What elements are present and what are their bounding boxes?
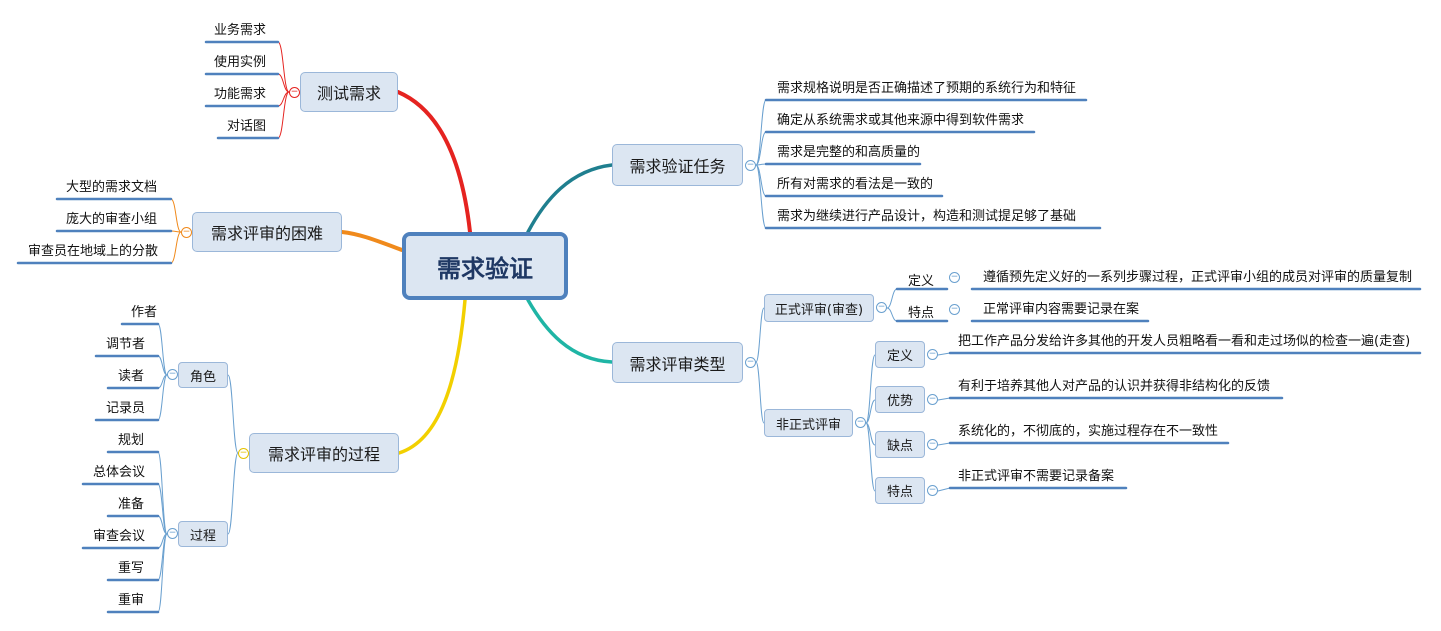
link-process-0 — [227, 374, 239, 454]
collapse-informal-disadvantage-icon[interactable]: − — [927, 439, 938, 450]
link-informal-0 — [865, 354, 876, 424]
topic-informal-review[interactable]: 非正式评审 — [764, 409, 853, 437]
leaf-step-3[interactable]: 审查会议 — [93, 529, 146, 544]
leaf-test-0[interactable]: 业务需求 — [214, 23, 267, 38]
collapse-tasks-icon[interactable]: − — [745, 160, 756, 171]
link-root-tasks — [526, 163, 614, 234]
link-difficulty-0 — [170, 198, 182, 233]
collapse-types-icon[interactable]: − — [745, 357, 756, 368]
leaf-difficulty-1[interactable]: 庞大的审查小组 — [66, 212, 158, 227]
link-process-1 — [227, 452, 239, 535]
leaf-role-3[interactable]: 记录员 — [106, 401, 146, 416]
topic-informal-advantage[interactable]: 优势 — [875, 386, 925, 413]
leaf-task-0[interactable]: 需求规格说明是否正确描述了预期的系统行为和特征 — [777, 81, 1077, 96]
link-formal-1 — [886, 307, 898, 322]
leaf-task-2[interactable]: 需求是完整的和高质量的 — [777, 145, 921, 160]
topic-formal-feature[interactable]: 特点 — [908, 306, 935, 321]
collapse-informal-icon[interactable]: − — [855, 417, 866, 428]
topic-steps[interactable]: 过程 — [178, 521, 228, 547]
link-root-test — [396, 90, 472, 234]
link-steps-0 — [157, 451, 168, 535]
collapse-informal-definition-icon[interactable]: − — [927, 349, 938, 360]
link-root-process — [397, 298, 467, 455]
leaf-informal-feature[interactable]: 非正式评审不需要记录备案 — [958, 469, 1115, 484]
leaf-step-2[interactable]: 准备 — [118, 497, 145, 512]
link-test-3 — [277, 91, 290, 139]
collapse-informal-feature-icon[interactable]: − — [927, 485, 938, 496]
leaf-difficulty-2[interactable]: 审查员在地域上的分散 — [28, 244, 159, 259]
link-tasks-1 — [755, 131, 767, 166]
topic-roles[interactable]: 角色 — [178, 362, 228, 388]
topic-validation-tasks[interactable]: 需求验证任务 — [612, 144, 743, 186]
collapse-formal-definition-icon[interactable]: − — [949, 272, 960, 283]
link-tasks-4 — [755, 164, 767, 229]
link-steps-5 — [157, 533, 168, 613]
leaf-informal-advantage[interactable]: 有利于培养其他人对产品的认识并获得非结构化的反馈 — [958, 379, 1271, 394]
link-informal-3 — [865, 422, 876, 492]
link-roles-3 — [157, 374, 168, 421]
collapse-informal-advantage-icon[interactable]: − — [927, 394, 938, 405]
link-informal-text-0 — [937, 352, 951, 356]
topic-informal-definition[interactable]: 定义 — [875, 341, 925, 368]
collapse-formal-icon[interactable]: − — [876, 302, 887, 313]
link-types-0 — [755, 307, 765, 363]
leaf-task-4[interactable]: 需求为继续进行产品设计，构造和测试提足够了基础 — [777, 209, 1077, 224]
link-test-1 — [277, 73, 290, 93]
link-informal-text-3 — [937, 487, 951, 492]
link-steps-1 — [157, 483, 168, 535]
leaf-informal-disadvantage[interactable]: 系统化的，不彻底的，实施过程存在不一致性 — [958, 424, 1219, 439]
leaf-formal-feature[interactable]: 正常评审内容需要记录在案 — [983, 302, 1140, 317]
leaf-test-2[interactable]: 功能需求 — [214, 87, 267, 102]
leaf-step-4[interactable]: 重写 — [118, 561, 145, 576]
collapse-steps-icon[interactable]: − — [167, 528, 178, 539]
leaf-step-1[interactable]: 总体会议 — [93, 465, 146, 480]
collapse-formal-feature-icon[interactable]: − — [949, 304, 960, 315]
link-informal-text-1 — [937, 397, 951, 401]
leaf-role-1[interactable]: 调节者 — [106, 337, 146, 352]
collapse-difficulty-icon[interactable]: − — [181, 227, 192, 238]
topic-formal-review[interactable]: 正式评审(审查) — [764, 294, 874, 322]
link-roles-0 — [157, 323, 168, 376]
leaf-step-0[interactable]: 规划 — [118, 433, 145, 448]
leaf-step-5[interactable]: 重审 — [118, 593, 145, 608]
leaf-role-0[interactable]: 作者 — [131, 305, 158, 320]
link-difficulty-2 — [170, 231, 182, 264]
topic-informal-feature[interactable]: 特点 — [875, 477, 925, 504]
leaf-difficulty-0[interactable]: 大型的需求文档 — [66, 180, 158, 195]
topic-review-difficulty[interactable]: 需求评审的困难 — [192, 212, 342, 252]
topic-review-types[interactable]: 需求评审类型 — [612, 342, 743, 383]
link-informal-text-2 — [937, 442, 951, 446]
topic-review-process[interactable]: 需求评审的过程 — [249, 433, 399, 473]
leaf-test-1[interactable]: 使用实例 — [214, 55, 267, 70]
link-informal-1 — [865, 399, 876, 424]
leaf-test-3[interactable]: 对话图 — [227, 119, 267, 134]
link-formal-0 — [886, 288, 898, 309]
root-topic[interactable]: 需求验证 — [402, 232, 568, 300]
topic-formal-definition[interactable]: 定义 — [908, 274, 935, 289]
link-test-0 — [277, 41, 290, 93]
link-root-types — [526, 298, 614, 364]
leaf-task-3[interactable]: 所有对需求的看法是一致的 — [777, 177, 934, 192]
collapse-roles-icon[interactable]: − — [167, 369, 178, 380]
collapse-test-icon[interactable]: − — [289, 87, 300, 98]
leaf-informal-definition[interactable]: 把工作产品分发给许多其他的开发人员粗略看一看和走过场似的检查一遍(走查) — [958, 334, 1411, 349]
topic-informal-disadvantage[interactable]: 缺点 — [875, 431, 925, 458]
leaf-task-1[interactable]: 确定从系统需求或其他来源中得到软件需求 — [777, 113, 1025, 128]
collapse-process-icon[interactable]: − — [238, 448, 249, 459]
leaf-role-2[interactable]: 读者 — [118, 369, 145, 384]
leaf-formal-definition[interactable]: 遵循预先定义好的一系列步骤过程，正式评审小组的成员对评审的质量复制 — [983, 270, 1413, 285]
topic-test-requirements[interactable]: 测试需求 — [300, 72, 398, 112]
link-root-difficulty — [340, 230, 404, 252]
link-types-1 — [755, 361, 765, 424]
